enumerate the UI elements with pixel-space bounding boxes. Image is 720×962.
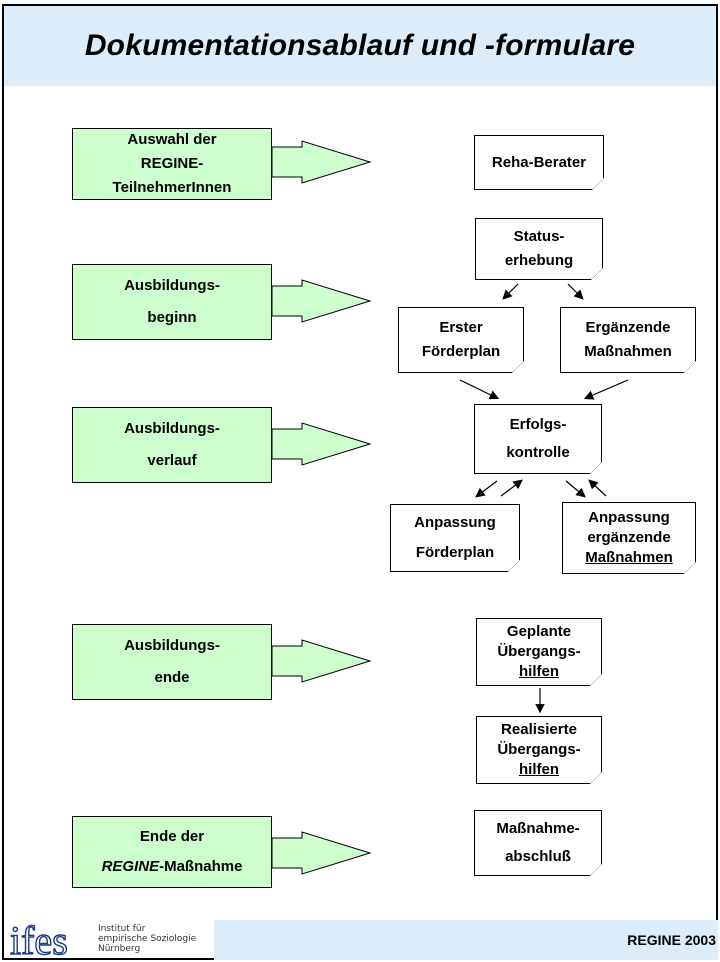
doc-statuserhebung: Status- erhebung bbox=[475, 218, 603, 280]
doc-geplante-line1: Geplante bbox=[506, 623, 572, 640]
phase-abschluss-italic: REGINE bbox=[101, 858, 160, 875]
doc-anpassung-ergaenzende: Anpassung ergänzende Maßnahmen bbox=[562, 502, 696, 574]
doc-anpassung-fp-line1: Anpassung bbox=[414, 514, 496, 531]
phase-ausbildungsverlauf: Ausbildungs- verlauf bbox=[72, 407, 272, 483]
doc-anpassung-fp-line2: Förderplan bbox=[415, 544, 495, 561]
logo-line1: Institut für bbox=[98, 924, 146, 934]
phase-abschluss-line2: REGINE-Maßnahme bbox=[102, 855, 243, 879]
footer-label: REGINE 2003 bbox=[627, 932, 716, 948]
doc-realisierte-uebergangshilfen: Realisierte Übergangs- hilfen bbox=[476, 716, 602, 784]
doc-anpassung-foerderplan: Anpassung Förderplan bbox=[390, 504, 520, 572]
doc-geplante-line2: Übergangs- bbox=[497, 643, 581, 660]
phase-verlauf-line2: verlauf bbox=[147, 452, 197, 469]
phase-ende-line1: Ausbildungs- bbox=[124, 637, 220, 654]
phase-auswahl: Auswahl der REGINE- TeilnehmerInnen bbox=[72, 128, 272, 200]
phase-ende-line2: ende bbox=[154, 669, 190, 686]
doc-status-line1: Status- bbox=[513, 228, 565, 245]
phase-verlauf-line1: Ausbildungs- bbox=[124, 420, 220, 437]
doc-reha-berater: Reha-Berater bbox=[474, 135, 604, 190]
doc-status-line2: erhebung bbox=[504, 252, 574, 269]
doc-geplante-line3: hilfen bbox=[519, 663, 559, 680]
doc-anpassung-em-line1: Anpassung bbox=[588, 509, 670, 526]
title-bar: Dokumentationsablauf und -formulare bbox=[4, 6, 716, 86]
phase-ausbildungsbeginn: Ausbildungs- beginn bbox=[72, 264, 272, 340]
phase-beginn-line1: Ausbildungs- bbox=[124, 277, 220, 294]
doc-erfolg-line2: kontrolle bbox=[506, 444, 570, 461]
doc-erster-foerderplan: Erster Förderplan bbox=[398, 307, 524, 373]
doc-massnahme-line2: abschluß bbox=[505, 848, 571, 865]
doc-anpassung-em-line2: ergänzende bbox=[587, 529, 671, 546]
doc-ergaenzende-massnahmen: Ergänzende Maßnahmen bbox=[560, 307, 696, 373]
doc-erfolg-line1: Erfolgs- bbox=[509, 416, 567, 433]
phase-ausbildungsende: Ausbildungs- ende bbox=[72, 624, 272, 700]
doc-foerderplan-line2: Förderplan bbox=[421, 343, 501, 360]
phase-auswahl-line3: TeilnehmerInnen bbox=[112, 179, 232, 196]
logo-line2: empirische Soziologie bbox=[98, 934, 197, 944]
doc-foerderplan-line1: Erster bbox=[439, 319, 483, 336]
logo-line3: Nürnberg bbox=[98, 944, 141, 954]
doc-erfolgskontrolle: Erfolgs- kontrolle bbox=[474, 404, 602, 474]
doc-geplante-uebergangshilfen: Geplante Übergangs- hilfen bbox=[476, 618, 602, 686]
phase-beginn-line2: beginn bbox=[147, 309, 197, 326]
phase-auswahl-line1: Auswahl der bbox=[127, 131, 217, 148]
page-title: Dokumentationsablauf und -formulare bbox=[84, 29, 636, 62]
logo-mark: ifes bbox=[10, 920, 68, 960]
phase-abschluss-rest: -Maßnahme bbox=[159, 858, 243, 875]
doc-realisierte-line2: Übergangs- bbox=[497, 741, 581, 758]
doc-anpassung-em-line3: Maßnahmen bbox=[585, 549, 673, 566]
footer-bar bbox=[214, 920, 718, 960]
phase-regine-abschluss: Ende der REGINE-Maßnahme bbox=[72, 816, 272, 888]
doc-massnahme-line1: Maßnahme- bbox=[496, 820, 580, 837]
doc-reha-berater-label: Reha-Berater bbox=[491, 153, 587, 171]
doc-ergaenzende-line2: Maßnahmen bbox=[584, 343, 672, 360]
logo-text: Institut für empirische Soziologie Nürnb… bbox=[98, 924, 196, 954]
doc-massnahmeabschluss: Maßnahme- abschluß bbox=[474, 810, 602, 876]
phase-abschluss-line1: Ende der bbox=[139, 828, 205, 845]
ifes-logo-icon: ifes bbox=[9, 920, 68, 960]
doc-realisierte-line1: Realisierte bbox=[501, 721, 577, 738]
doc-realisierte-line3: hilfen bbox=[519, 761, 559, 778]
phase-auswahl-line2: REGINE- bbox=[140, 155, 204, 172]
doc-ergaenzende-line1: Ergänzende bbox=[585, 319, 671, 336]
